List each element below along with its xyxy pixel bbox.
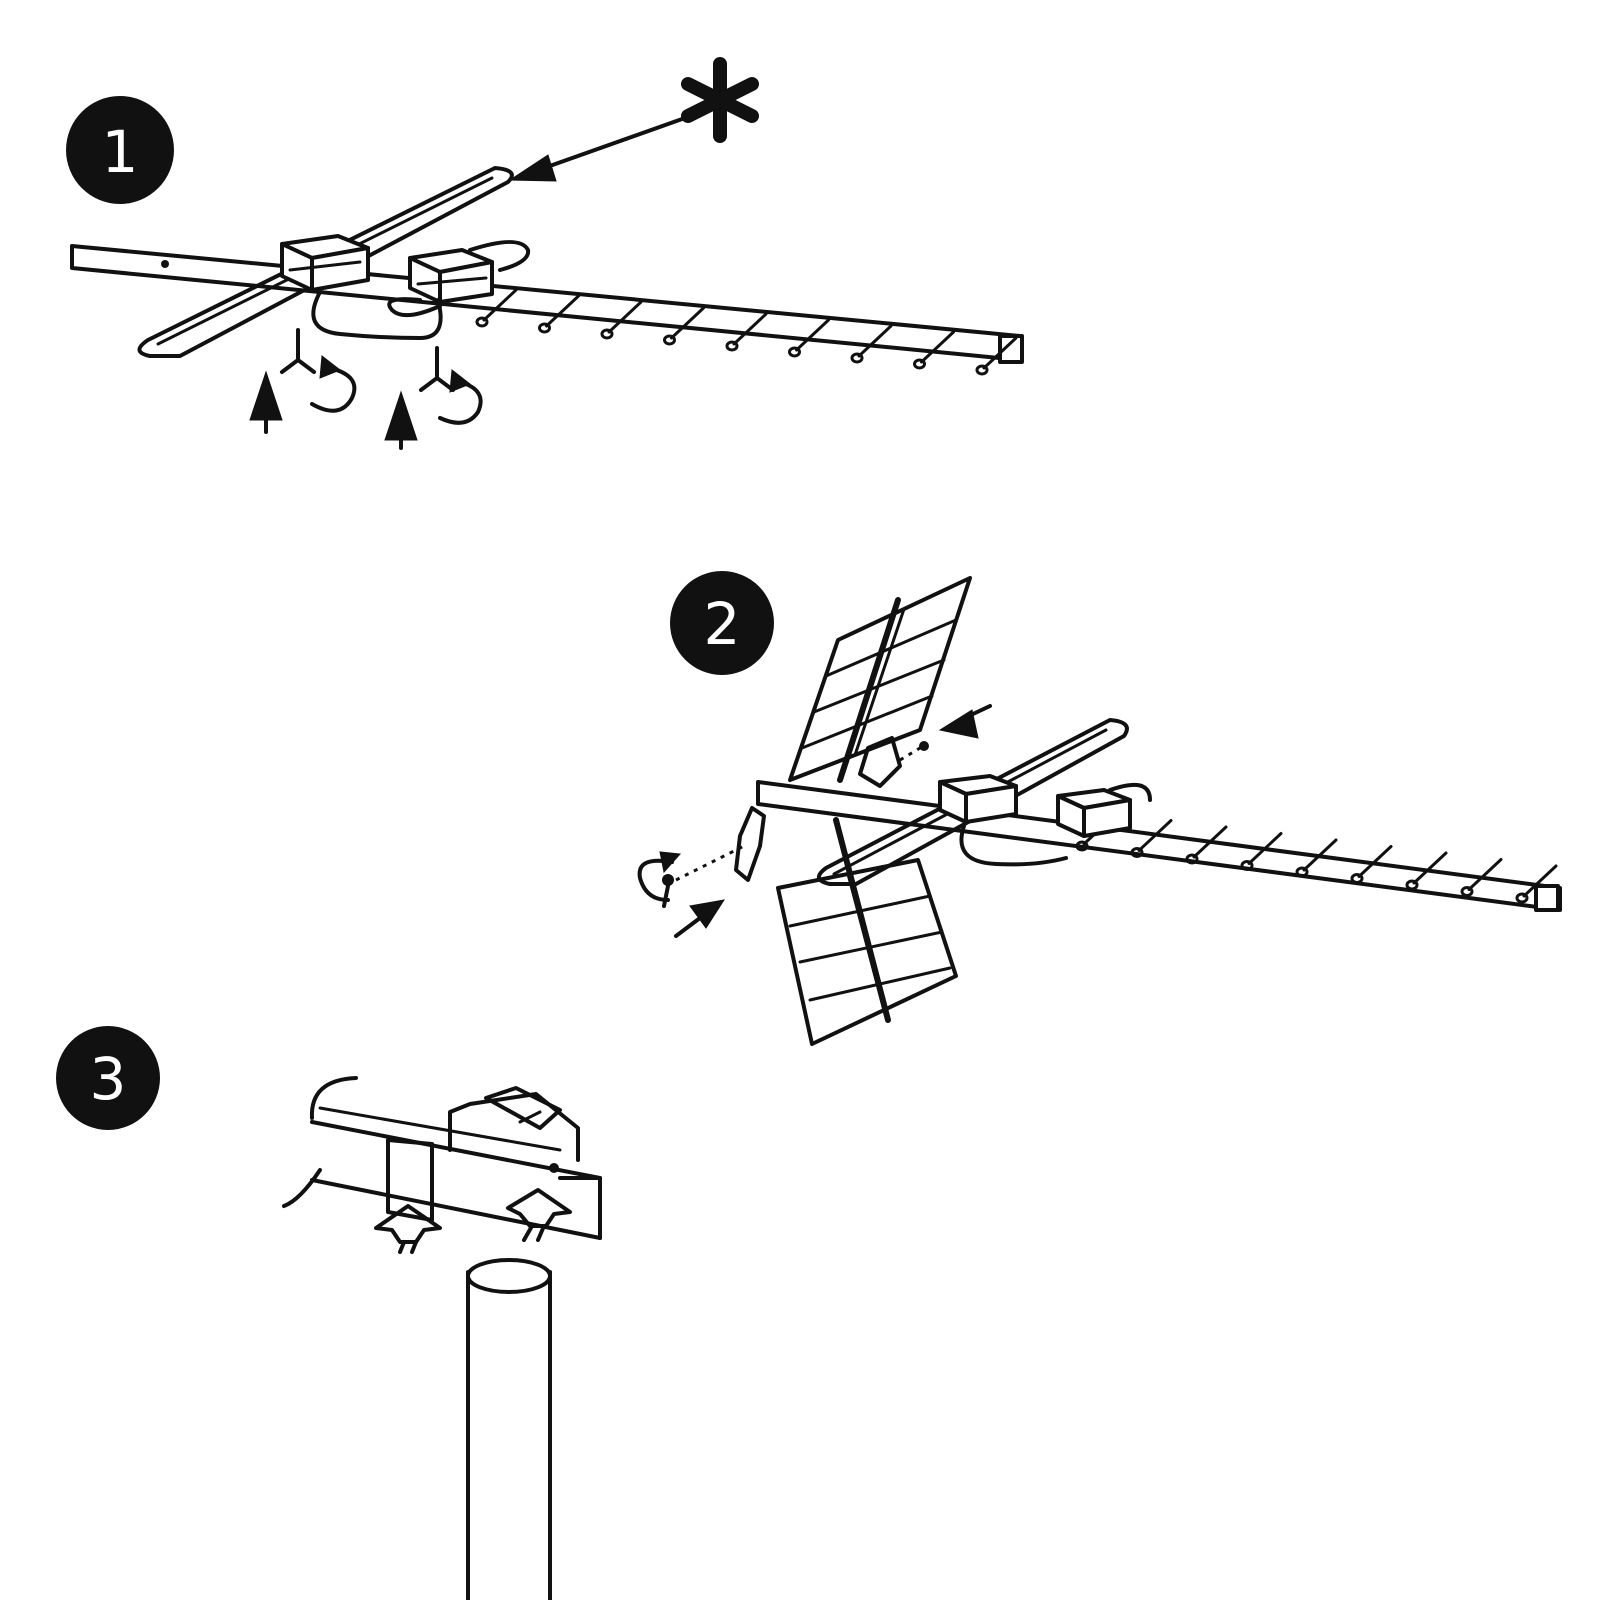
director-rod-end [788,346,801,358]
director-rod-end [600,328,614,340]
director-rod-end [1405,879,1419,891]
step-1: 1 [66,57,1024,450]
dashed-guide [675,746,921,882]
mounting-bracket [734,736,902,882]
lower-reflector-grid [776,817,958,1046]
director-rod [1192,825,1228,859]
antenna-boom [756,780,1562,912]
director-rod [857,324,893,358]
director-rod [607,300,643,334]
up-arrow-icon [384,390,418,450]
director-rod-end [538,322,551,334]
step-2: 2 [637,571,1562,1046]
wing-nut-icon [662,741,929,908]
up-arrow-icon [249,370,283,434]
step-2-badge: 2 [670,571,774,675]
director-rod-end [1075,840,1089,852]
asterisk-icon [681,57,759,143]
director-rod-end [663,334,676,346]
director-rod-end [475,316,489,328]
step-3-number: 3 [90,1045,127,1113]
step-1-badge: 1 [66,96,174,204]
director-rod [982,336,1018,370]
director-rod-end [725,340,739,352]
step-2-number: 2 [704,590,741,658]
step-3-badge: 3 [56,1026,160,1130]
wing-nut-icon [374,1204,442,1254]
rotate-arrow-icon [438,369,483,425]
director-rod-end [1460,886,1474,897]
director-rod [1522,864,1558,898]
dipole-clamp [280,234,370,292]
director-elements [1075,812,1558,904]
dipole-clamp [938,774,1018,824]
step-3: 3 [56,1026,602,1600]
mast-pole [466,1258,552,1600]
pointer-arrow-icon [508,116,687,182]
director-rod [1357,845,1393,878]
director-rod-end [913,358,926,370]
director-rod [670,306,705,340]
step-1-number: 1 [102,118,139,186]
director-rod [545,294,580,328]
director-rod-end [1350,873,1364,884]
reflector-clamp [408,248,494,304]
reflector-clamp [1056,788,1132,838]
rotate-arrow-icon [637,851,682,902]
wing-nut-icon [419,346,455,392]
insert-arrow-icon [938,704,992,739]
director-rod [1302,838,1338,872]
director-rod-end [975,364,989,376]
upper-reflector-grid [788,576,972,783]
director-rod-end [850,352,864,364]
rotate-arrow-icon [310,355,357,413]
antenna-boom [70,244,1024,364]
coax-cable [311,240,531,340]
director-rod-end [1240,860,1254,871]
director-rod-end [1130,847,1144,858]
director-elements [475,288,1018,376]
coax-cable [959,782,1152,867]
director-rod [1137,819,1173,852]
wing-nut-icon [506,1188,572,1242]
director-rod [1247,832,1283,865]
director-rod [795,318,830,352]
director-rod-end [1515,892,1529,904]
director-rod [732,312,768,346]
director-rod-end [1295,866,1309,878]
director-rod [920,330,955,364]
wing-nut-icon [280,328,316,374]
director-rod [1412,851,1448,885]
director-rod [1467,858,1503,891]
antenna-boom [282,1076,602,1240]
insert-arrow-icon [674,899,726,938]
director-rod [482,288,518,322]
mast-clamp [386,1086,580,1222]
director-rod-end [1185,853,1199,865]
